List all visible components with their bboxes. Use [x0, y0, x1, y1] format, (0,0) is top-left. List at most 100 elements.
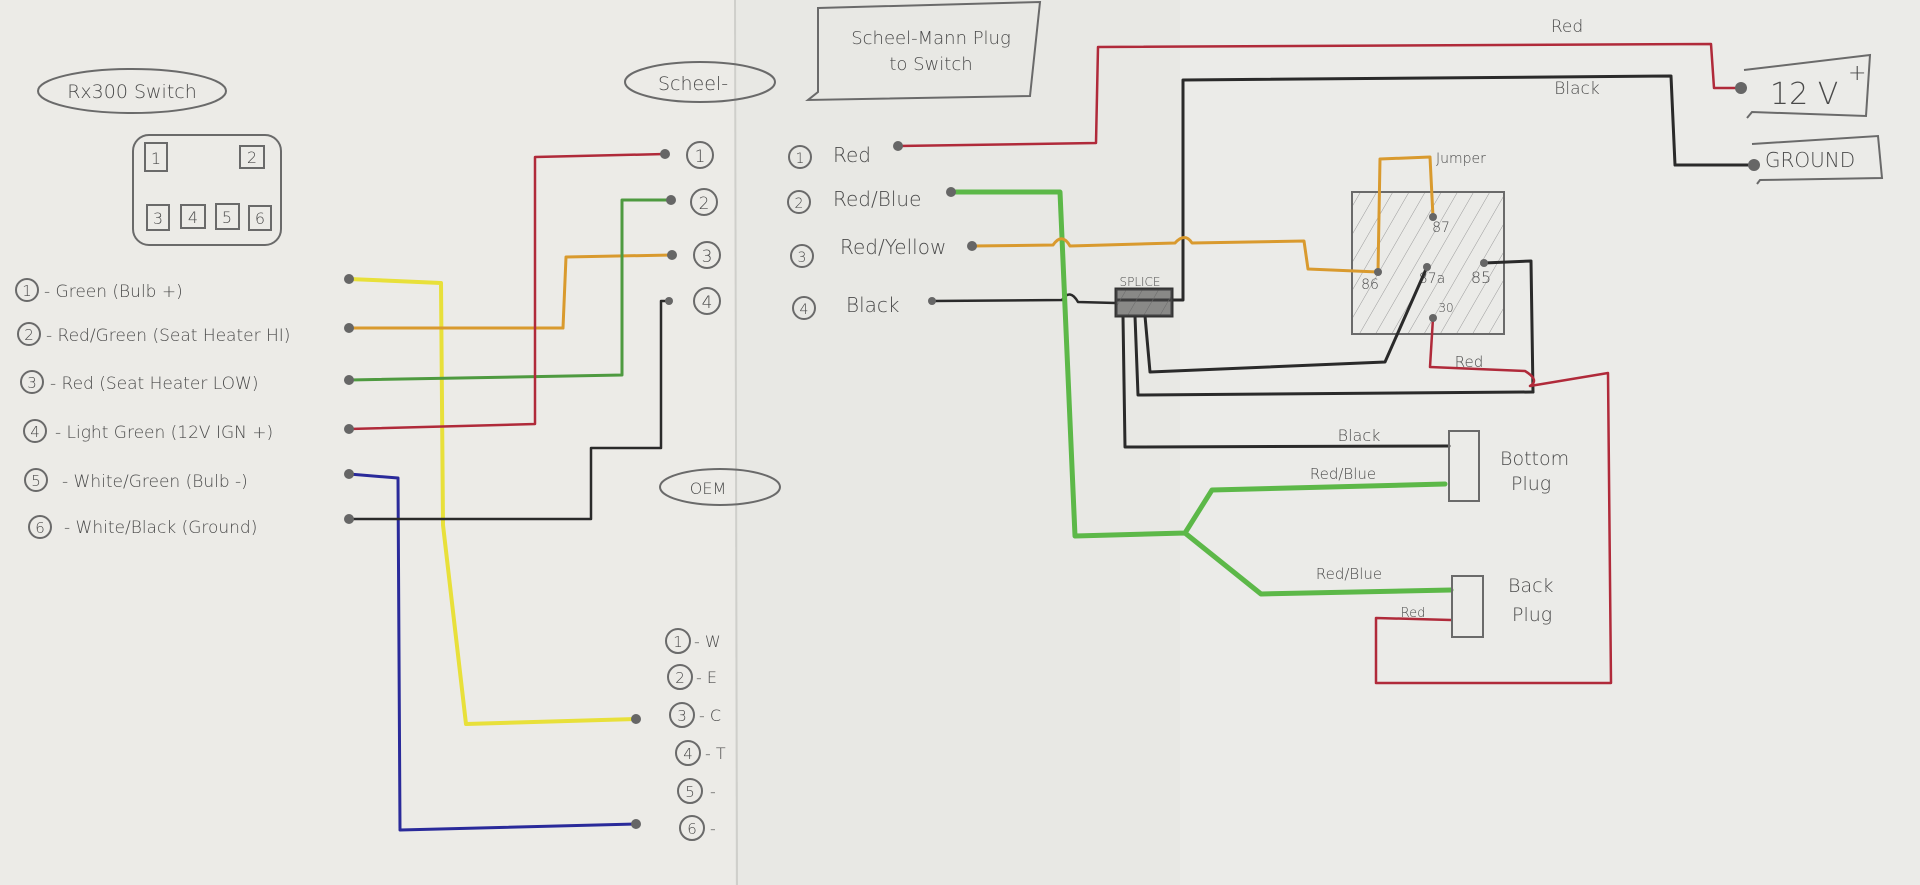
oem-pin-item: 4 - T [675, 740, 726, 766]
svg-text:1: 1 [673, 633, 683, 651]
connector-pin-5: 5 [222, 208, 232, 227]
bottom-plug: Bottom Plug [1448, 430, 1569, 502]
pin-list-item: 4 - Light Green (12V IGN +) [23, 419, 273, 443]
svg-text:3: 3 [798, 250, 807, 266]
switch-connector-face: 1 2 3 4 5 6 [132, 134, 282, 246]
back-plug: Back Plug [1451, 575, 1554, 638]
label-bottom-redblue: Red/Blue [1310, 465, 1376, 483]
label-top-black: Black [1554, 79, 1600, 99]
pin-label: - Red/Green (Seat Heater HI) [46, 326, 290, 346]
wire-black-85 [1482, 259, 1535, 394]
bottom-plug-label-line1: Bottom [1500, 448, 1569, 470]
wire-blue [347, 472, 638, 832]
svg-text:Red/Yellow: Red/Yellow [840, 235, 946, 259]
splice-block: SPLICE [1114, 275, 1174, 318]
pin-list-item: 3- Red (Seat Heater LOW) [20, 370, 258, 394]
plug-pin-item: 4 Black [792, 293, 900, 320]
wire-black-plug4 [930, 293, 1118, 305]
label-back-redblue: Red/Blue [1316, 565, 1382, 583]
pin-number: 6 [35, 519, 45, 537]
jumper-label: Jumper [1436, 151, 1486, 167]
wire-red [347, 152, 667, 431]
rx300-switch-title: Rx300 Switch [37, 68, 227, 114]
connector-pin-1: 1 [151, 149, 161, 168]
connector-pin-4: 4 [188, 208, 198, 227]
wire-black-splice-leg2 [1133, 314, 1535, 397]
connector-pin-2: 2 [247, 148, 257, 167]
schee-pin-3: 3 [702, 247, 713, 267]
wire-orange-redyellow [970, 155, 1435, 274]
wire-green [347, 198, 673, 382]
left-wires [344, 149, 677, 832]
connector-pin-3: 3 [153, 209, 163, 228]
oem-pin-item: 5- [677, 778, 716, 804]
relay-pin-86: 86 [1361, 277, 1379, 293]
pin-number: 2 [24, 326, 34, 344]
ground-label: GROUND [1765, 148, 1855, 172]
power-plus-sign: + [1848, 61, 1866, 86]
wire-red-power [896, 42, 1743, 148]
svg-text:3: 3 [677, 707, 687, 725]
right-title-line1: Scheel-Mann Plug [851, 28, 1011, 49]
relay-pin-30: 30 [1438, 301, 1453, 315]
relay: 87 86 87a 85 30 [1351, 191, 1505, 335]
pin-label: - Light Green (12V IGN +) [55, 423, 273, 443]
relay-pin-87: 87 [1432, 220, 1450, 236]
pin-list-item: 2 - Red/Green (Seat Heater HI) [17, 322, 290, 346]
relay-pin-85: 85 [1471, 268, 1491, 287]
svg-text:-: - [710, 782, 716, 801]
wire-black-splice-leg3 [1143, 265, 1429, 374]
wire-orange [347, 253, 674, 330]
oem-pin-item: 2- E [667, 664, 717, 690]
schee-plug-pins: Scheel- 1 2 3 4 [624, 61, 776, 315]
right-title-box: Scheel-Mann Plug to Switch [805, 0, 1042, 102]
svg-text:5: 5 [685, 783, 695, 801]
svg-text:Black: Black [846, 293, 900, 317]
oem-pin-item: 6- [679, 815, 716, 841]
wire-black-splice-leg1 [1121, 314, 1451, 449]
svg-text:Red: Red [833, 143, 871, 167]
power-12v-box: 12 V + [1743, 53, 1872, 119]
power-label: 12 V [1770, 77, 1838, 112]
rx300-title-text: Rx300 Switch [67, 81, 197, 103]
back-plug-label-line2: Plug [1512, 604, 1552, 626]
wire-yellow [347, 277, 638, 726]
svg-text:Red/Blue: Red/Blue [833, 187, 921, 211]
oem-label: OEM [690, 479, 727, 498]
svg-text:-: - [710, 819, 716, 838]
label-back-red: Red [1401, 606, 1426, 621]
svg-text:4: 4 [683, 745, 693, 763]
pin-list-item: 5 - White/Green (Bulb -) [24, 468, 248, 492]
plug-pin-item: 1 Red [788, 143, 871, 169]
svg-text:- T: - T [705, 744, 726, 763]
plug-pin-item: 3 Red/Yellow [790, 235, 946, 268]
svg-text:- C: - C [699, 706, 721, 725]
svg-text:4: 4 [800, 302, 809, 318]
wire-red-30 [1374, 316, 1613, 685]
pin-label: - White/Black (Ground) [64, 518, 257, 538]
right-wire-endpoints [893, 82, 1760, 322]
left-paper-sheet [0, 0, 740, 885]
svg-text:2: 2 [675, 669, 685, 687]
splice-label: SPLICE [1119, 275, 1160, 289]
switch-pin-list: 1- Green (Bulb +) 2- Red/Green (Seat Hea… [15, 278, 290, 539]
pin-label: - White/Green (Bulb -) [62, 472, 248, 492]
schee-label: Scheel- [658, 73, 728, 95]
pin-number: 5 [31, 472, 41, 490]
svg-text:- W: - W [694, 632, 721, 651]
label-top-red: Red [1551, 17, 1583, 37]
right-title-line2: to Switch [889, 54, 972, 75]
ground-box: GROUND [1751, 134, 1884, 185]
wire-green-redblue [948, 189, 1454, 597]
oem-section: OEM 1 - W 2- E 3 - C 4 - T 5- 6- [659, 468, 781, 841]
pin-number: 4 [30, 423, 40, 441]
pin-number: 3 [27, 374, 37, 392]
label-relay-red: Red [1455, 353, 1484, 371]
relay-pin-87a: 87a [1419, 271, 1445, 287]
svg-text:1: 1 [796, 151, 805, 167]
pin-number: 1 [22, 282, 32, 300]
right-wires [893, 42, 1760, 685]
schee-pin-1: 1 [695, 147, 706, 167]
